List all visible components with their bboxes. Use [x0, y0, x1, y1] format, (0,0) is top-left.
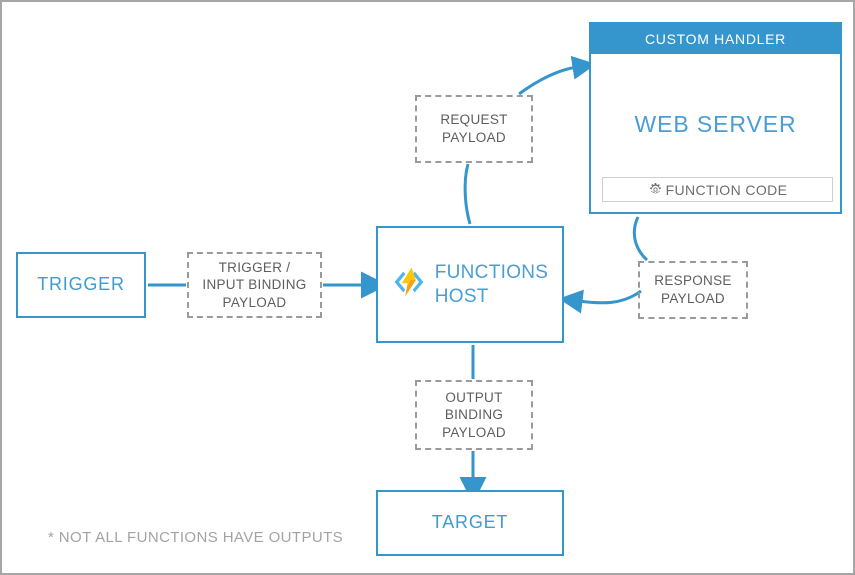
target-label: TARGET [431, 512, 509, 533]
footnote-text: * NOT ALL FUNCTIONS HAVE OUTPUTS [48, 529, 344, 546]
trigger-label: TRIGGER [37, 274, 125, 295]
functions-host-label: FUNCTIONS HOST [434, 262, 549, 307]
custom-handler-panel: CUSTOM HANDLER WEB SERVER FUNCTION CODE [589, 22, 842, 214]
connector-request-upper-curve [518, 55, 597, 96]
response-payload-label: RESPONSE PAYLOAD [654, 273, 732, 306]
target-box: TARGET [376, 490, 564, 556]
trigger-input-binding-payload-box: TRIGGER / INPUT BINDING PAYLOAD [187, 252, 322, 318]
functions-host-box: FUNCTIONS HOST [376, 226, 564, 343]
request-payload-box: REQUEST PAYLOAD [415, 95, 533, 163]
gear-icon [648, 182, 663, 197]
function-code-button[interactable]: FUNCTION CODE [602, 177, 833, 202]
output-binding-payload-box: OUTPUT BINDING PAYLOAD [415, 380, 533, 450]
function-code-label: FUNCTION CODE [665, 181, 788, 198]
custom-handler-title: CUSTOM HANDLER [591, 24, 840, 54]
custom-handler-body: WEB SERVER FUNCTION CODE [591, 54, 840, 212]
trigger-box: TRIGGER [16, 252, 146, 318]
connector-request-lower-curve [463, 163, 472, 225]
request-payload-label: REQUEST PAYLOAD [440, 112, 508, 145]
response-payload-box: RESPONSE PAYLOAD [638, 261, 748, 319]
connector-response-upper-curve [632, 216, 649, 262]
azure-functions-logo-icon [392, 265, 426, 304]
web-server-label: WEB SERVER [634, 110, 797, 137]
output-binding-payload-label: OUTPUT BINDING PAYLOAD [442, 389, 506, 440]
trigger-input-binding-payload-label: TRIGGER / INPUT BINDING PAYLOAD [202, 259, 307, 310]
connector-response-lower-curve [558, 289, 642, 314]
